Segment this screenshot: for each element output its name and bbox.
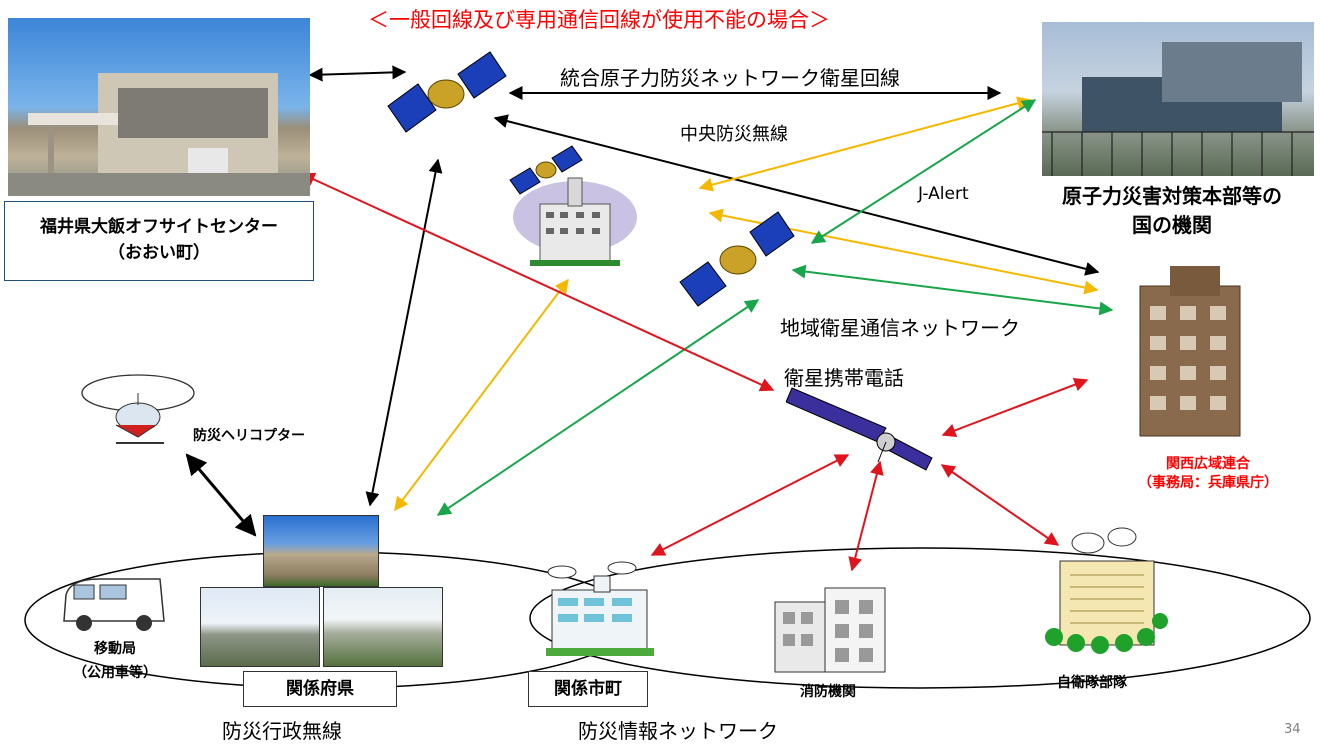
prefecture-photo-right bbox=[323, 587, 443, 667]
nuclear-hq-label: 原子力災害対策本部等の 国の機関 bbox=[1062, 184, 1282, 237]
satellite-icon bbox=[786, 387, 933, 471]
admin-radio-label: 防災行政無線 bbox=[222, 719, 342, 743]
sdf-antenna-building-icon bbox=[1045, 527, 1168, 654]
info-network-ring bbox=[529, 547, 1311, 689]
satellite-icon bbox=[679, 211, 795, 307]
diagram-header: ＜一般回線及び専用通信回線が使用不能の場合＞ bbox=[368, 8, 830, 32]
jalert-label: J-Alert bbox=[918, 184, 969, 204]
government-building-icon bbox=[513, 177, 637, 266]
info-network-label: 防災情報ネットワーク bbox=[578, 719, 778, 743]
government-photo bbox=[1042, 22, 1314, 176]
fire-dept-label: 消防機関 bbox=[800, 684, 856, 700]
building-photo-icon bbox=[1042, 42, 1314, 176]
prefecture-label: 関係府県 bbox=[243, 671, 397, 707]
satellite-icon bbox=[387, 51, 507, 133]
satellite-icon bbox=[509, 145, 583, 195]
government-building-icon bbox=[1139, 266, 1241, 437]
offsite-center-label: 福井県大飯オフサイトセンター （おおい町） bbox=[4, 201, 314, 281]
central-radio-label: 中央防災無線 bbox=[680, 124, 788, 145]
offsite-center-photo bbox=[8, 18, 310, 196]
helicopter-label: 防災ヘリコプター bbox=[193, 428, 305, 444]
page-number: 34 bbox=[1284, 722, 1301, 737]
helicopter-icon bbox=[81, 374, 195, 444]
sdf-label: 自衛隊部隊 bbox=[1057, 675, 1127, 691]
building-photo-icon bbox=[8, 73, 310, 196]
satellite-phone-label: 衛星携帯電話 bbox=[784, 366, 904, 390]
city-hall-icon bbox=[546, 561, 654, 656]
regional-satellite-label: 地域衛星通信ネットワーク bbox=[780, 316, 1020, 340]
prefecture-photo-main bbox=[263, 515, 379, 587]
prefecture-photo-left bbox=[200, 587, 320, 667]
kansai-label: 関西広域連合 （事務局：兵庫県庁） bbox=[1138, 456, 1278, 491]
integrated-satellite-label: 統合原子力防災ネットワーク衛星回線 bbox=[560, 66, 900, 90]
van-icon bbox=[63, 578, 165, 631]
municipality-label: 関係市町 bbox=[528, 671, 648, 707]
fire-station-icon bbox=[774, 587, 886, 673]
mobile-station-label: 移動局 （公用車等） bbox=[73, 641, 157, 681]
